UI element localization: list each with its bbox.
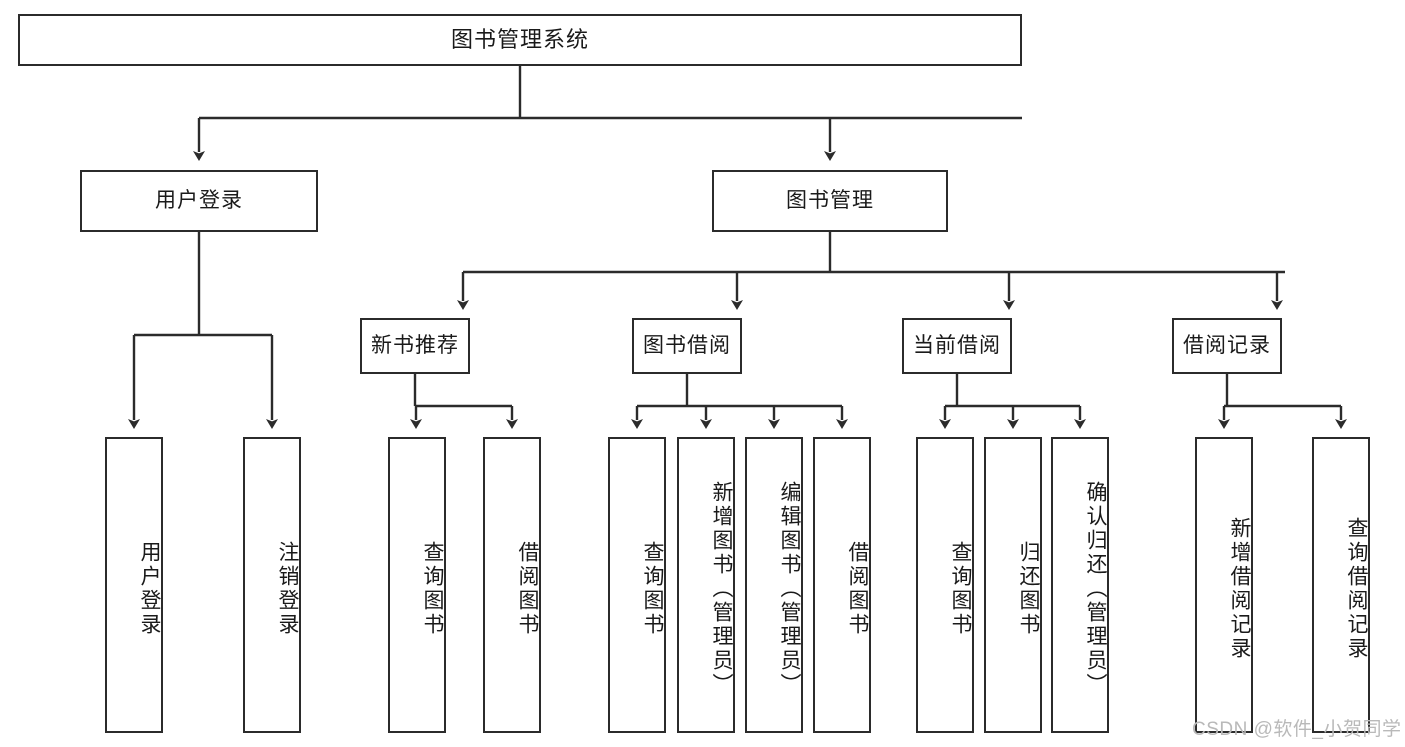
node-leaf-br-add-record-label: 新增借阅记录 (1228, 517, 1251, 661)
node-leaf-cb-return-book[interactable]: 归还图书 (984, 437, 1042, 733)
node-new-book-rec-label: 新书推荐 (371, 334, 459, 358)
node-leaf-user-login-label: 用户登录 (138, 541, 161, 637)
node-leaf-cb-return-book-label: 归还图书 (1017, 541, 1040, 637)
node-leaf-rec-query-book[interactable]: 查询图书 (388, 437, 446, 733)
edges-bookmanage-to-level3 (457, 232, 1285, 310)
node-leaf-bb-borrow-book-label: 借阅图书 (846, 541, 869, 637)
node-leaf-rec-borrow-book[interactable]: 借阅图书 (483, 437, 541, 733)
node-leaf-rec-query-book-label: 查询图书 (421, 541, 444, 637)
node-book-borrow-label: 图书借阅 (643, 334, 731, 358)
node-user-login-label: 用户登录 (155, 189, 243, 213)
node-borrow-record-label: 借阅记录 (1183, 334, 1271, 358)
node-leaf-logout[interactable]: 注销登录 (243, 437, 301, 733)
node-new-book-rec[interactable]: 新书推荐 (360, 318, 470, 374)
edges-borrowrecord-to-leaves (1218, 374, 1347, 429)
node-leaf-br-query-record-label: 查询借阅记录 (1345, 517, 1368, 661)
node-leaf-cb-confirm-return[interactable]: 确认归还（管理员） (1051, 437, 1109, 733)
node-leaf-br-add-record[interactable]: 新增借阅记录 (1195, 437, 1253, 733)
node-current-borrow[interactable]: 当前借阅 (902, 318, 1012, 374)
node-root[interactable]: 图书管理系统 (18, 14, 1022, 66)
edges-newbook-to-leaves (410, 374, 518, 429)
node-leaf-user-login[interactable]: 用户登录 (105, 437, 163, 733)
node-leaf-logout-label: 注销登录 (276, 541, 299, 637)
node-leaf-bb-edit-book-label: 编辑图书（管理员） (778, 481, 801, 697)
node-leaf-bb-add-book-label: 新增图书（管理员） (710, 481, 733, 697)
node-leaf-bb-query-book[interactable]: 查询图书 (608, 437, 666, 733)
node-book-borrow[interactable]: 图书借阅 (632, 318, 742, 374)
node-leaf-bb-edit-book[interactable]: 编辑图书（管理员） (745, 437, 803, 733)
edges-root-to-level2 (193, 66, 1022, 161)
edges-bookborrow-to-leaves (631, 374, 848, 429)
node-root-label: 图书管理系统 (450, 26, 589, 52)
node-user-login[interactable]: 用户登录 (80, 170, 318, 232)
edges-currentborrow-to-leaves (939, 374, 1086, 429)
node-leaf-cb-query-book[interactable]: 查询图书 (916, 437, 974, 733)
node-book-manage-label: 图书管理 (786, 189, 874, 213)
csdn-watermark: CSDN @软件_小贺同学 (1192, 719, 1402, 740)
node-leaf-rec-borrow-book-label: 借阅图书 (516, 541, 539, 637)
node-book-manage[interactable]: 图书管理 (712, 170, 948, 232)
node-leaf-bb-borrow-book[interactable]: 借阅图书 (813, 437, 871, 733)
node-current-borrow-label: 当前借阅 (913, 334, 1001, 358)
node-leaf-bb-add-book[interactable]: 新增图书（管理员） (677, 437, 735, 733)
edges-userlogin-to-leaves (128, 232, 278, 429)
node-borrow-record[interactable]: 借阅记录 (1172, 318, 1282, 374)
node-leaf-cb-query-book-label: 查询图书 (949, 541, 972, 637)
node-leaf-cb-confirm-return-label: 确认归还（管理员） (1084, 481, 1107, 697)
node-leaf-bb-query-book-label: 查询图书 (641, 541, 664, 637)
node-leaf-br-query-record[interactable]: 查询借阅记录 (1312, 437, 1370, 733)
